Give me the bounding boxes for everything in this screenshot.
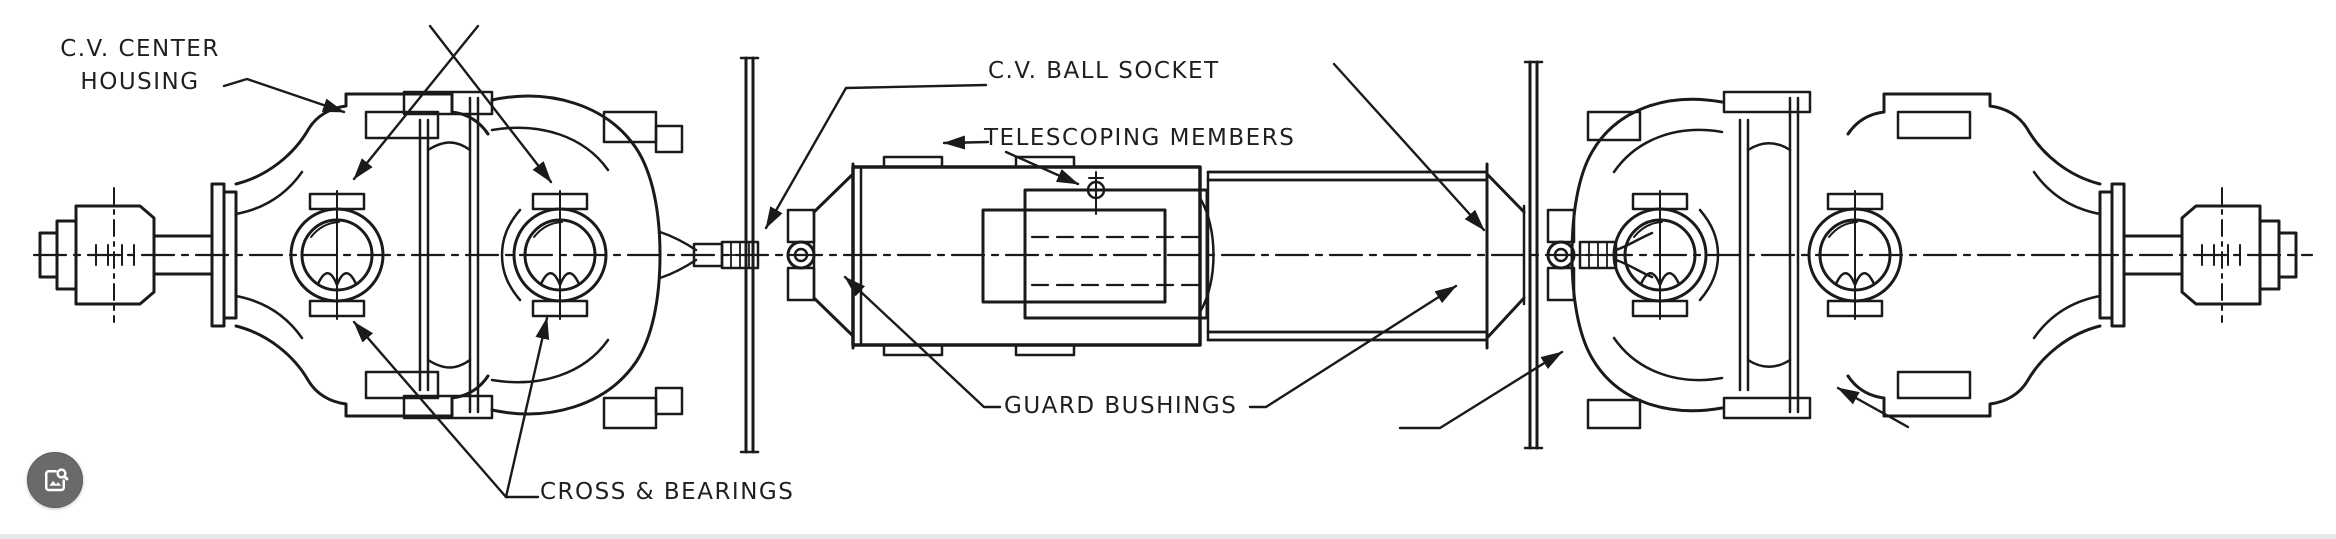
- leader-cv-center-housing: [222, 77, 346, 114]
- telescoping-shaft: [851, 155, 1489, 357]
- telescoping-members-part: [981, 171, 1209, 320]
- label-cv-center-housing: C.V. CENTER HOUSING: [44, 33, 236, 99]
- label-cv-center-housing-line1: C.V. CENTER: [60, 36, 220, 62]
- leader-guard-bushings-right: [1248, 284, 1458, 409]
- image-search-icon: [45, 468, 69, 492]
- right-spline-coupling: [1578, 240, 1618, 270]
- right-guard-cone: [1485, 162, 1526, 350]
- leader-telescoping-left: [942, 135, 990, 150]
- leader-right-cross-bottom: [1836, 386, 1910, 429]
- left-cv-joint: [289, 56, 855, 454]
- page-bottom-border: [0, 534, 2336, 539]
- label-cv-ball-socket: C.V. BALL SOCKET: [988, 58, 1220, 84]
- leader-right-joint-bottom: [1398, 350, 1564, 430]
- callout-leaders: [222, 24, 1910, 499]
- leader-right-joint-top: [1332, 62, 1486, 232]
- label-cross-bearings: CROSS & BEARINGS: [540, 479, 795, 505]
- leader-cross-bearings-top-left: [352, 24, 480, 181]
- image-search-button[interactable]: [27, 452, 83, 508]
- right-shield-disc: [1523, 60, 1544, 450]
- leader-guard-bushings-left: [843, 275, 1002, 409]
- leader-cross-bearings-bottom-left: [352, 320, 508, 499]
- right-cv-joint: [1485, 60, 1903, 450]
- label-cv-center-housing-line2: HOUSING: [80, 69, 200, 95]
- cv-center-housing-part: [490, 94, 684, 430]
- leader-cv-ball-socket: [764, 83, 988, 230]
- leader-cross-bearings-top-right: [428, 24, 553, 184]
- label-telescoping-members: TELESCOPING MEMBERS: [984, 125, 1296, 151]
- label-guard-bushings: GUARD BUSHINGS: [1004, 393, 1238, 419]
- leader-telescoping-right: [1004, 150, 1080, 186]
- leader-cross-bearings-bottom-right: [504, 316, 550, 499]
- left-shield-disc: [739, 56, 760, 454]
